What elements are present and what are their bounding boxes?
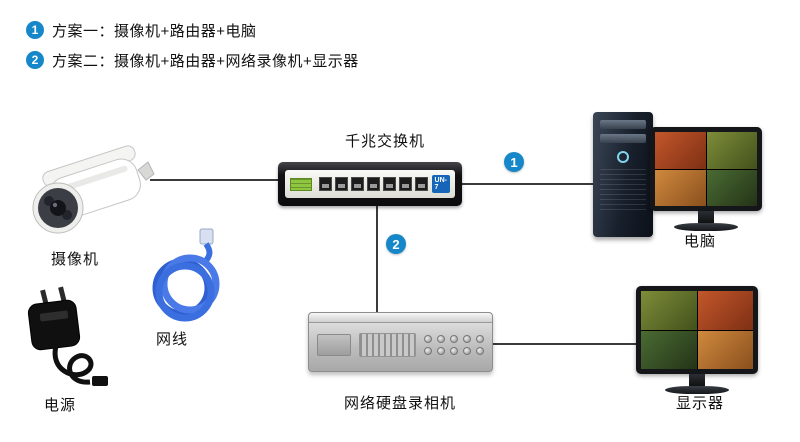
- ethernet-port-icon: [414, 177, 428, 191]
- camera-feed-cell: [706, 132, 757, 169]
- monitor-stand-neck: [689, 374, 705, 386]
- legend-plan2-text: 方案二：摄像机+路由器+网络录像机+显示器: [52, 52, 359, 70]
- camera-feed-cell: [641, 330, 697, 369]
- switch-display: [290, 177, 312, 191]
- nvr-button-icon: [463, 347, 471, 355]
- nvr-button-icon: [450, 347, 458, 355]
- plan1-number-icon: 1: [26, 21, 44, 39]
- camera-feed-cell: [706, 169, 757, 206]
- display-label: 显示器: [675, 395, 724, 412]
- ethernet-port-icon: [318, 177, 332, 191]
- monitor-screen: [641, 291, 753, 369]
- nvr-vents: [358, 333, 416, 357]
- camera-label: 摄像机: [50, 251, 99, 268]
- switch-front-panel: UN-7: [285, 170, 455, 198]
- nvr-button-icon: [424, 335, 432, 343]
- monitor-frame: [636, 286, 758, 374]
- legend-item-plan2: 2 方案二：摄像机+路由器+网络录像机+显示器: [26, 50, 359, 70]
- camera-feed-cell: [641, 291, 697, 330]
- nvr-button-icon: [476, 335, 484, 343]
- plan1-badge-icon: 1: [504, 152, 524, 172]
- nvr-button-icon: [437, 347, 445, 355]
- camera-feed-cell: [697, 330, 753, 369]
- legend-item-plan1: 1 方案一：摄像机+路由器+电脑: [26, 20, 257, 40]
- nvr-front-panel: [309, 323, 492, 367]
- computer-tower-icon: [593, 112, 653, 237]
- computer-label: 电脑: [683, 233, 716, 250]
- monitor-stand-base: [665, 386, 729, 394]
- switch-title: 千兆交换机: [344, 133, 425, 150]
- switch-icon: UN-7: [278, 162, 462, 206]
- legend-plan1-text: 方案一：摄像机+路由器+电脑: [52, 22, 257, 40]
- ethernet-port-icon: [366, 177, 380, 191]
- nvr-button-icon: [463, 335, 471, 343]
- plan2-badge-icon: 2: [386, 234, 406, 254]
- display-monitor-icon: [636, 286, 758, 394]
- nvr-button-icon: [437, 335, 445, 343]
- ethernet-port-icon: [350, 177, 364, 191]
- switch-ports: [318, 177, 428, 191]
- ethernet-port-icon: [398, 177, 412, 191]
- nvr-button-icon: [450, 335, 458, 343]
- monitor-frame: [650, 127, 762, 211]
- cable-label: 网线: [155, 331, 188, 348]
- network-cable-icon: [152, 228, 220, 322]
- power-button-icon: [617, 151, 629, 163]
- nvr-buttons: [424, 335, 484, 355]
- connection-switch-nvr: [376, 206, 378, 312]
- nvr-button-icon: [424, 347, 432, 355]
- camera-feed-cell: [655, 169, 706, 206]
- camera-feed-cell: [655, 132, 706, 169]
- monitor-stand-base: [674, 223, 738, 231]
- nvr-top-panel: [309, 313, 492, 323]
- drive-bay: [600, 120, 646, 129]
- computer-monitor-icon: [650, 127, 762, 231]
- drive-bay: [600, 134, 646, 143]
- switch-brand-logo: UN-7: [431, 175, 450, 193]
- tower-vent: [600, 169, 646, 213]
- camera-feed-cell: [697, 291, 753, 330]
- power-adapter-icon: [27, 286, 108, 386]
- ethernet-port-icon: [334, 177, 348, 191]
- connection-switch-computer: [462, 183, 593, 185]
- plan2-number-icon: 2: [26, 51, 44, 69]
- nvr-dvd-slot: [317, 334, 351, 356]
- power-label: 电源: [43, 397, 76, 414]
- connection-nvr-monitor: [493, 343, 636, 345]
- camera-icon: [32, 145, 155, 234]
- connection-camera-switch: [150, 179, 278, 181]
- nvr-label: 网络硬盘录相机: [343, 395, 456, 412]
- nvr-icon: [308, 312, 493, 372]
- monitor-screen: [655, 132, 757, 206]
- ethernet-port-icon: [382, 177, 396, 191]
- monitor-stand-neck: [698, 211, 714, 223]
- nvr-button-icon: [476, 347, 484, 355]
